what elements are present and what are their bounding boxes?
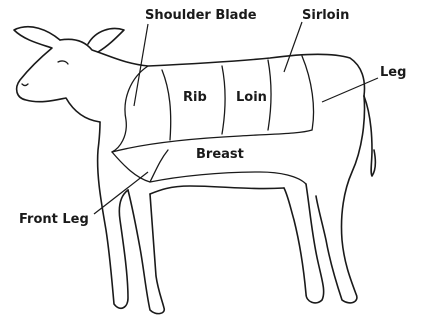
leg-cut-line [302, 56, 314, 130]
sirloin-leader [284, 22, 302, 72]
leg-leader [322, 78, 378, 102]
calf-tail [364, 96, 375, 176]
calf-eye [58, 61, 68, 64]
label-sirloin: Sirloin [302, 9, 349, 22]
calf-rear-leg [316, 96, 365, 303]
loin-cut-line [222, 66, 225, 134]
calf-ear [88, 29, 124, 52]
calf-belly [150, 186, 284, 194]
rib-cut-line [162, 70, 171, 140]
front-leg-cut-line [150, 150, 168, 182]
shoulder-cut-line [112, 66, 148, 152]
label-rib: Rib [183, 91, 207, 104]
calf-nose [22, 84, 28, 86]
label-shoulder-blade: Shoulder Blade [145, 9, 257, 22]
calf-back [60, 39, 364, 96]
sirloin-cut-line [268, 60, 271, 130]
calf-front-leg-back [98, 122, 128, 308]
label-leg: Leg [380, 66, 406, 79]
label-front-leg: Front Leg [19, 213, 89, 226]
calf-head [14, 27, 100, 122]
label-loin: Loin [236, 91, 267, 104]
front-leg-leader [94, 172, 148, 214]
calf-front-leg [128, 190, 164, 314]
label-breast: Breast [196, 148, 244, 161]
